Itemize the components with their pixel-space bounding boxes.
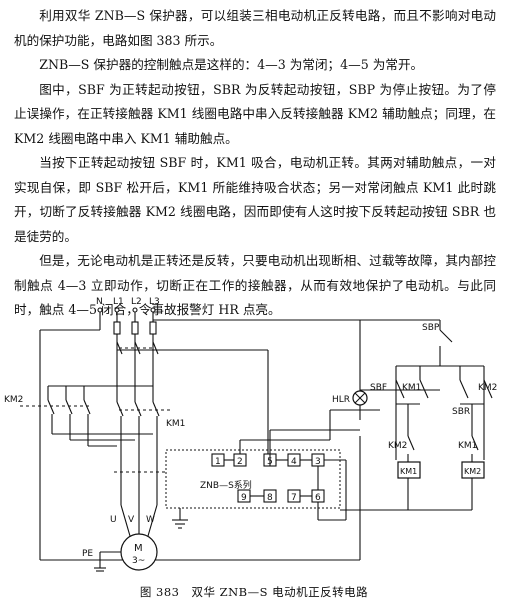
km2-main-contacts — [20, 385, 153, 447]
circuit-diagram: N L1 L2 L3 — [4, 297, 497, 572]
terminal-4: 4 — [291, 457, 297, 467]
terminal-9: 9 — [241, 493, 247, 503]
terminal-6: 6 — [315, 493, 321, 503]
label-l2: L2 — [131, 297, 142, 307]
paragraph-3: 图中，SBF 为正转起动按钮，SBR 为反转起动按钮，SBP 为停止按钮。为了停… — [14, 81, 496, 146]
sbr-label: SBR — [452, 407, 470, 417]
km1-main-contacts — [116, 386, 170, 505]
paragraph-4: 当按下正转起动按钮 SBF 时，KM1 吸合，电动机正转。其两对辅助触点，一对实… — [14, 155, 496, 244]
sbf-label: SBF — [370, 383, 387, 393]
terminal-wiring — [224, 409, 380, 521]
km2-label: KM2 — [4, 395, 23, 405]
control-circuit — [340, 319, 493, 560]
km1-label: KM1 — [166, 419, 185, 429]
motor-sub-label: 3~ — [132, 556, 145, 566]
km2-coil-label: KM2 — [464, 467, 481, 476]
motor-label: M — [134, 543, 143, 554]
alarm-lamp — [352, 390, 368, 406]
paragraph-1: 利用双华 ZNB—S 保护器，可以组装三相电动机正反转电路，而且不影响对电动机的… — [14, 8, 496, 48]
label-n: N — [96, 297, 103, 307]
paragraph-2: ZNB—S 保护器的控制触点是这样的：4—3 为常闭；4—5 为常开。 — [39, 57, 424, 72]
hlr-label: HLR — [332, 395, 350, 405]
label-l3: L3 — [149, 297, 160, 307]
terminal-8: 8 — [267, 493, 273, 503]
terminal-7: 7 — [291, 493, 297, 503]
km1-coil-label: KM1 — [400, 467, 417, 476]
km2-interlock-label: KM2 — [388, 441, 407, 451]
km2-coil — [461, 461, 485, 479]
ground-symbol — [172, 508, 188, 529]
sbp-label: SBP — [422, 323, 440, 333]
protector-label: ZNB—S系列 — [200, 479, 252, 491]
supply-lines — [97, 307, 159, 386]
label-l1: L1 — [113, 297, 124, 307]
protector-box — [114, 449, 341, 509]
pe-label: PE — [82, 549, 93, 559]
motor-terminal-w: W — [146, 515, 155, 525]
motor-terminal-v: V — [128, 515, 135, 525]
control-wires — [39, 319, 361, 561]
km1-coil — [397, 461, 421, 479]
terminal-block — [211, 453, 325, 503]
terminal-2: 2 — [237, 457, 243, 467]
terminal-3: 3 — [315, 457, 321, 467]
paragraph-5: 但是，无论电动机是正转还是反转，只要电动机出现断相、过载等故障，其内部控制触点 … — [14, 253, 496, 317]
km2-contact-label: KM2 — [478, 383, 497, 393]
km1-contact-label: KM1 — [402, 383, 421, 393]
figure-caption: 图 383 双华 ZNB—S 电动机正反转电路 — [139, 585, 369, 599]
motor-terminal-u: U — [110, 515, 117, 525]
article-text: 利用双华 ZNB—S 保护器，可以组装三相电动机正反转电路，而且不影响对电动机的… — [14, 4, 496, 323]
motor-symbol — [94, 504, 158, 572]
terminal-1: 1 — [215, 457, 221, 467]
km1-interlock-label: KM1 — [458, 441, 477, 451]
